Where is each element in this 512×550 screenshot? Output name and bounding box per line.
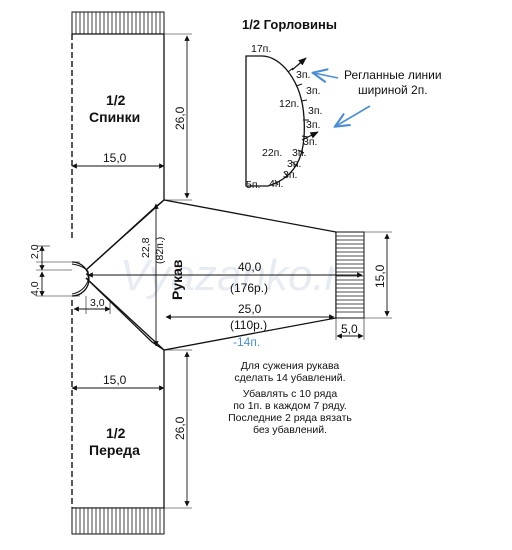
- cuff-width-label: 5,0: [341, 322, 358, 336]
- neckline-top-label: 17п.: [251, 43, 271, 55]
- neck-top-label: 2,0: [29, 244, 41, 259]
- neck-depth-label: 4,0: [29, 281, 41, 296]
- sleeve-length-sts: (176р.): [230, 281, 268, 295]
- sleeve-height-label: 22,8: [140, 237, 152, 258]
- sleeve-piece: Рукав 22,8 (82п.) 40,0 (176р.) 25,0 (110…: [85, 199, 392, 351]
- sleeve-decrease-label: -14п.: [233, 335, 260, 349]
- neckline-lower-label: 22п.: [262, 147, 282, 159]
- sleeve-height-sts: (82п.): [154, 237, 166, 264]
- neckline-step-label: 3п.: [303, 136, 317, 148]
- neckline-step-label: 3п.: [283, 169, 297, 181]
- neckline-step-label: 3п.: [306, 119, 320, 131]
- back-height-label: 26,0: [173, 106, 187, 130]
- instruction-line: по 1п. в каждом 7 ряду.: [233, 400, 347, 412]
- instruction-line: Последние 2 ряда вязать: [228, 412, 352, 424]
- note-arrow-bottom: [336, 105, 371, 126]
- neckline-step-label: 3п.: [308, 105, 322, 117]
- sleeve-label: Рукав: [169, 259, 185, 300]
- raglan-arrow-top: [291, 57, 307, 71]
- back-width-label: 15,0: [103, 151, 127, 165]
- neckline-outline: [245, 55, 305, 187]
- sleeve-length-label: 40,0: [238, 260, 262, 274]
- raglan-arrow-bottom: [301, 131, 319, 141]
- sleeve-instructions: Для сужения рукава сделать 14 убавлений.…: [228, 360, 352, 436]
- neckline-note-line2: шириной 2п.: [358, 83, 428, 97]
- instruction-line: Для сужения рукава: [241, 360, 340, 372]
- neckline-step-label: 3п.: [292, 147, 306, 159]
- sleeve-taper-sts: (110р.): [230, 318, 267, 332]
- neck-opening: 2,0 4,0 3,0: [29, 244, 111, 314]
- front-height-label: 26,0: [173, 416, 187, 440]
- note-arrow-top: [314, 73, 339, 78]
- instruction-line: сделать 14 убавлений.: [234, 372, 345, 384]
- neckline-note-line1: Регланные линии: [344, 68, 442, 82]
- neckline-title: 1/2 Горловины: [242, 17, 337, 32]
- back-ribbing: [71, 11, 165, 35]
- neckline-step-label: 3п.: [296, 69, 310, 81]
- neckline-step-label: 4п.: [269, 178, 283, 190]
- neckline-step-ticks: [274, 67, 309, 186]
- instruction-line: Убавлять с 10 ряда: [243, 388, 338, 400]
- front-ribbing: [71, 507, 165, 535]
- neck-curve: [71, 261, 90, 297]
- sleeve-taper-label: 25,0: [238, 302, 262, 316]
- neckline-step-label: 5п.: [246, 179, 260, 191]
- back-title-name: Спинки: [89, 109, 140, 125]
- neckline-detail: 1/2 Горловины 17п. 12п. 22п. 3п. 3п. 3п.…: [242, 17, 442, 191]
- front-title-name: Переда: [89, 442, 140, 458]
- neckline-middle-label: 12п.: [279, 98, 299, 110]
- front-title: 1/2: [106, 425, 126, 441]
- neckline-step-label: 3п.: [306, 85, 320, 97]
- instruction-line: без убавлений.: [253, 424, 327, 436]
- front-piece: 1/2 Переда 15,0 26,0: [71, 277, 192, 535]
- back-title: 1/2: [106, 92, 126, 108]
- back-piece: 1/2 Спинки 15,0 26,0: [71, 11, 192, 271]
- front-width-label: 15,0: [103, 373, 127, 387]
- neck-offset-label: 3,0: [90, 297, 105, 309]
- neck-curve-inner: [71, 263, 89, 295]
- cuff-height-label: 15,0: [373, 264, 387, 288]
